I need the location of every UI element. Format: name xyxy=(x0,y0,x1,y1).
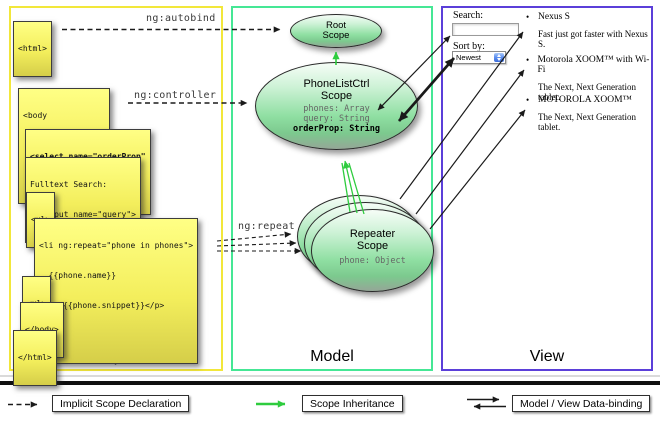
phone-item-title-text: MOTOROLA XOOM™ xyxy=(538,95,632,105)
phone-list-item: • Nexus S Fast just got faster with Nexu… xyxy=(526,12,652,49)
bullet-icon: • xyxy=(526,12,530,22)
legend-model-view-data-binding: Model / View Data-binding xyxy=(512,395,651,412)
chevron-down-icon xyxy=(497,58,501,61)
phone-item-title-text: Motorola XOOM™ with Wi-Fi xyxy=(537,55,650,75)
model-column: Model xyxy=(231,6,433,371)
scope-prop-phones: phones: Array xyxy=(303,104,370,114)
scope-prop-orderprop: orderProp: String xyxy=(293,124,380,134)
repeater-scope-title: Scope xyxy=(356,239,389,252)
root-scope-title: Root xyxy=(325,19,347,31)
code-line: </body> xyxy=(25,325,59,335)
phone-list-item: • Motorola XOOM™ with Wi-Fi The Next, Ne… xyxy=(526,55,652,102)
sort-select-value: Newest xyxy=(456,53,482,62)
separator-line xyxy=(0,381,660,385)
code-line: </html> xyxy=(18,353,52,362)
bullet-icon: • xyxy=(526,95,530,105)
code-line: <select name="orderProp" xyxy=(30,152,146,162)
phone-item-title: • Nexus S xyxy=(526,12,652,22)
phonelistctrl-scope-title: Scope xyxy=(320,90,353,102)
phone-item-desc: Fast just got faster with Nexus S. xyxy=(538,29,648,49)
repeater-scope-ellipse-front: Repeater Scope phone: Object xyxy=(311,209,434,292)
root-scope-ellipse: Root Scope xyxy=(290,14,382,48)
phone-list-item: • MOTOROLA XOOM™ The Next, Next Generati… xyxy=(526,95,652,132)
code-line: <html> xyxy=(18,44,47,53)
phone-item-title: • MOTOROLA XOOM™ xyxy=(526,95,652,105)
ng-controller-label: ng:controller xyxy=(134,90,217,101)
code-line: Fulltext Search: xyxy=(30,180,108,189)
root-scope-title: Scope xyxy=(322,30,350,41)
select-stepper-icon xyxy=(494,53,504,62)
code-box-html-close: </html> xyxy=(13,330,57,386)
phonelistctrl-scope-title: PhoneListCtrl xyxy=(303,78,370,90)
code-line: <li ng:repeat="phone in phones"> xyxy=(39,241,194,250)
code-line: <p>{{phone.snippet}}</p> xyxy=(39,301,165,310)
phone-item-desc: The Next, Next Generation tablet. xyxy=(538,82,636,102)
phone-item-desc: The Next, Next Generation tablet. xyxy=(538,112,636,132)
sort-select[interactable]: Newest xyxy=(452,51,506,64)
phone-item-title: • Motorola XOOM™ with Wi-Fi xyxy=(526,55,652,75)
search-label: Search: xyxy=(453,10,483,21)
scope-prop-query: query: String xyxy=(303,114,370,124)
ng-repeat-label: ng:repeat xyxy=(238,221,295,232)
code-line: {{phone.name}} xyxy=(39,271,117,280)
code-line: <body xyxy=(23,111,48,120)
phone-item-title-text: Nexus S xyxy=(538,12,570,22)
search-input[interactable] xyxy=(452,23,519,36)
separator-line-light xyxy=(0,375,660,377)
model-column-label: Model xyxy=(310,348,354,365)
legend-scope-inheritance: Scope Inheritance xyxy=(302,395,403,412)
ng-autobind-label: ng:autobind xyxy=(146,13,216,24)
scope-prop-phone: phone: Object xyxy=(339,255,406,266)
legend-implicit-scope-declaration: Implicit Scope Declaration xyxy=(52,395,190,412)
bullet-icon: • xyxy=(526,55,530,65)
repeater-scope-title: Repeater xyxy=(349,227,396,240)
view-column-label: View xyxy=(529,348,565,365)
phonelistctrl-scope-ellipse: PhoneListCtrl Scope phones: Array query:… xyxy=(255,62,418,150)
chevron-up-icon xyxy=(497,54,501,57)
code-box-html-open: <html> xyxy=(13,21,52,77)
